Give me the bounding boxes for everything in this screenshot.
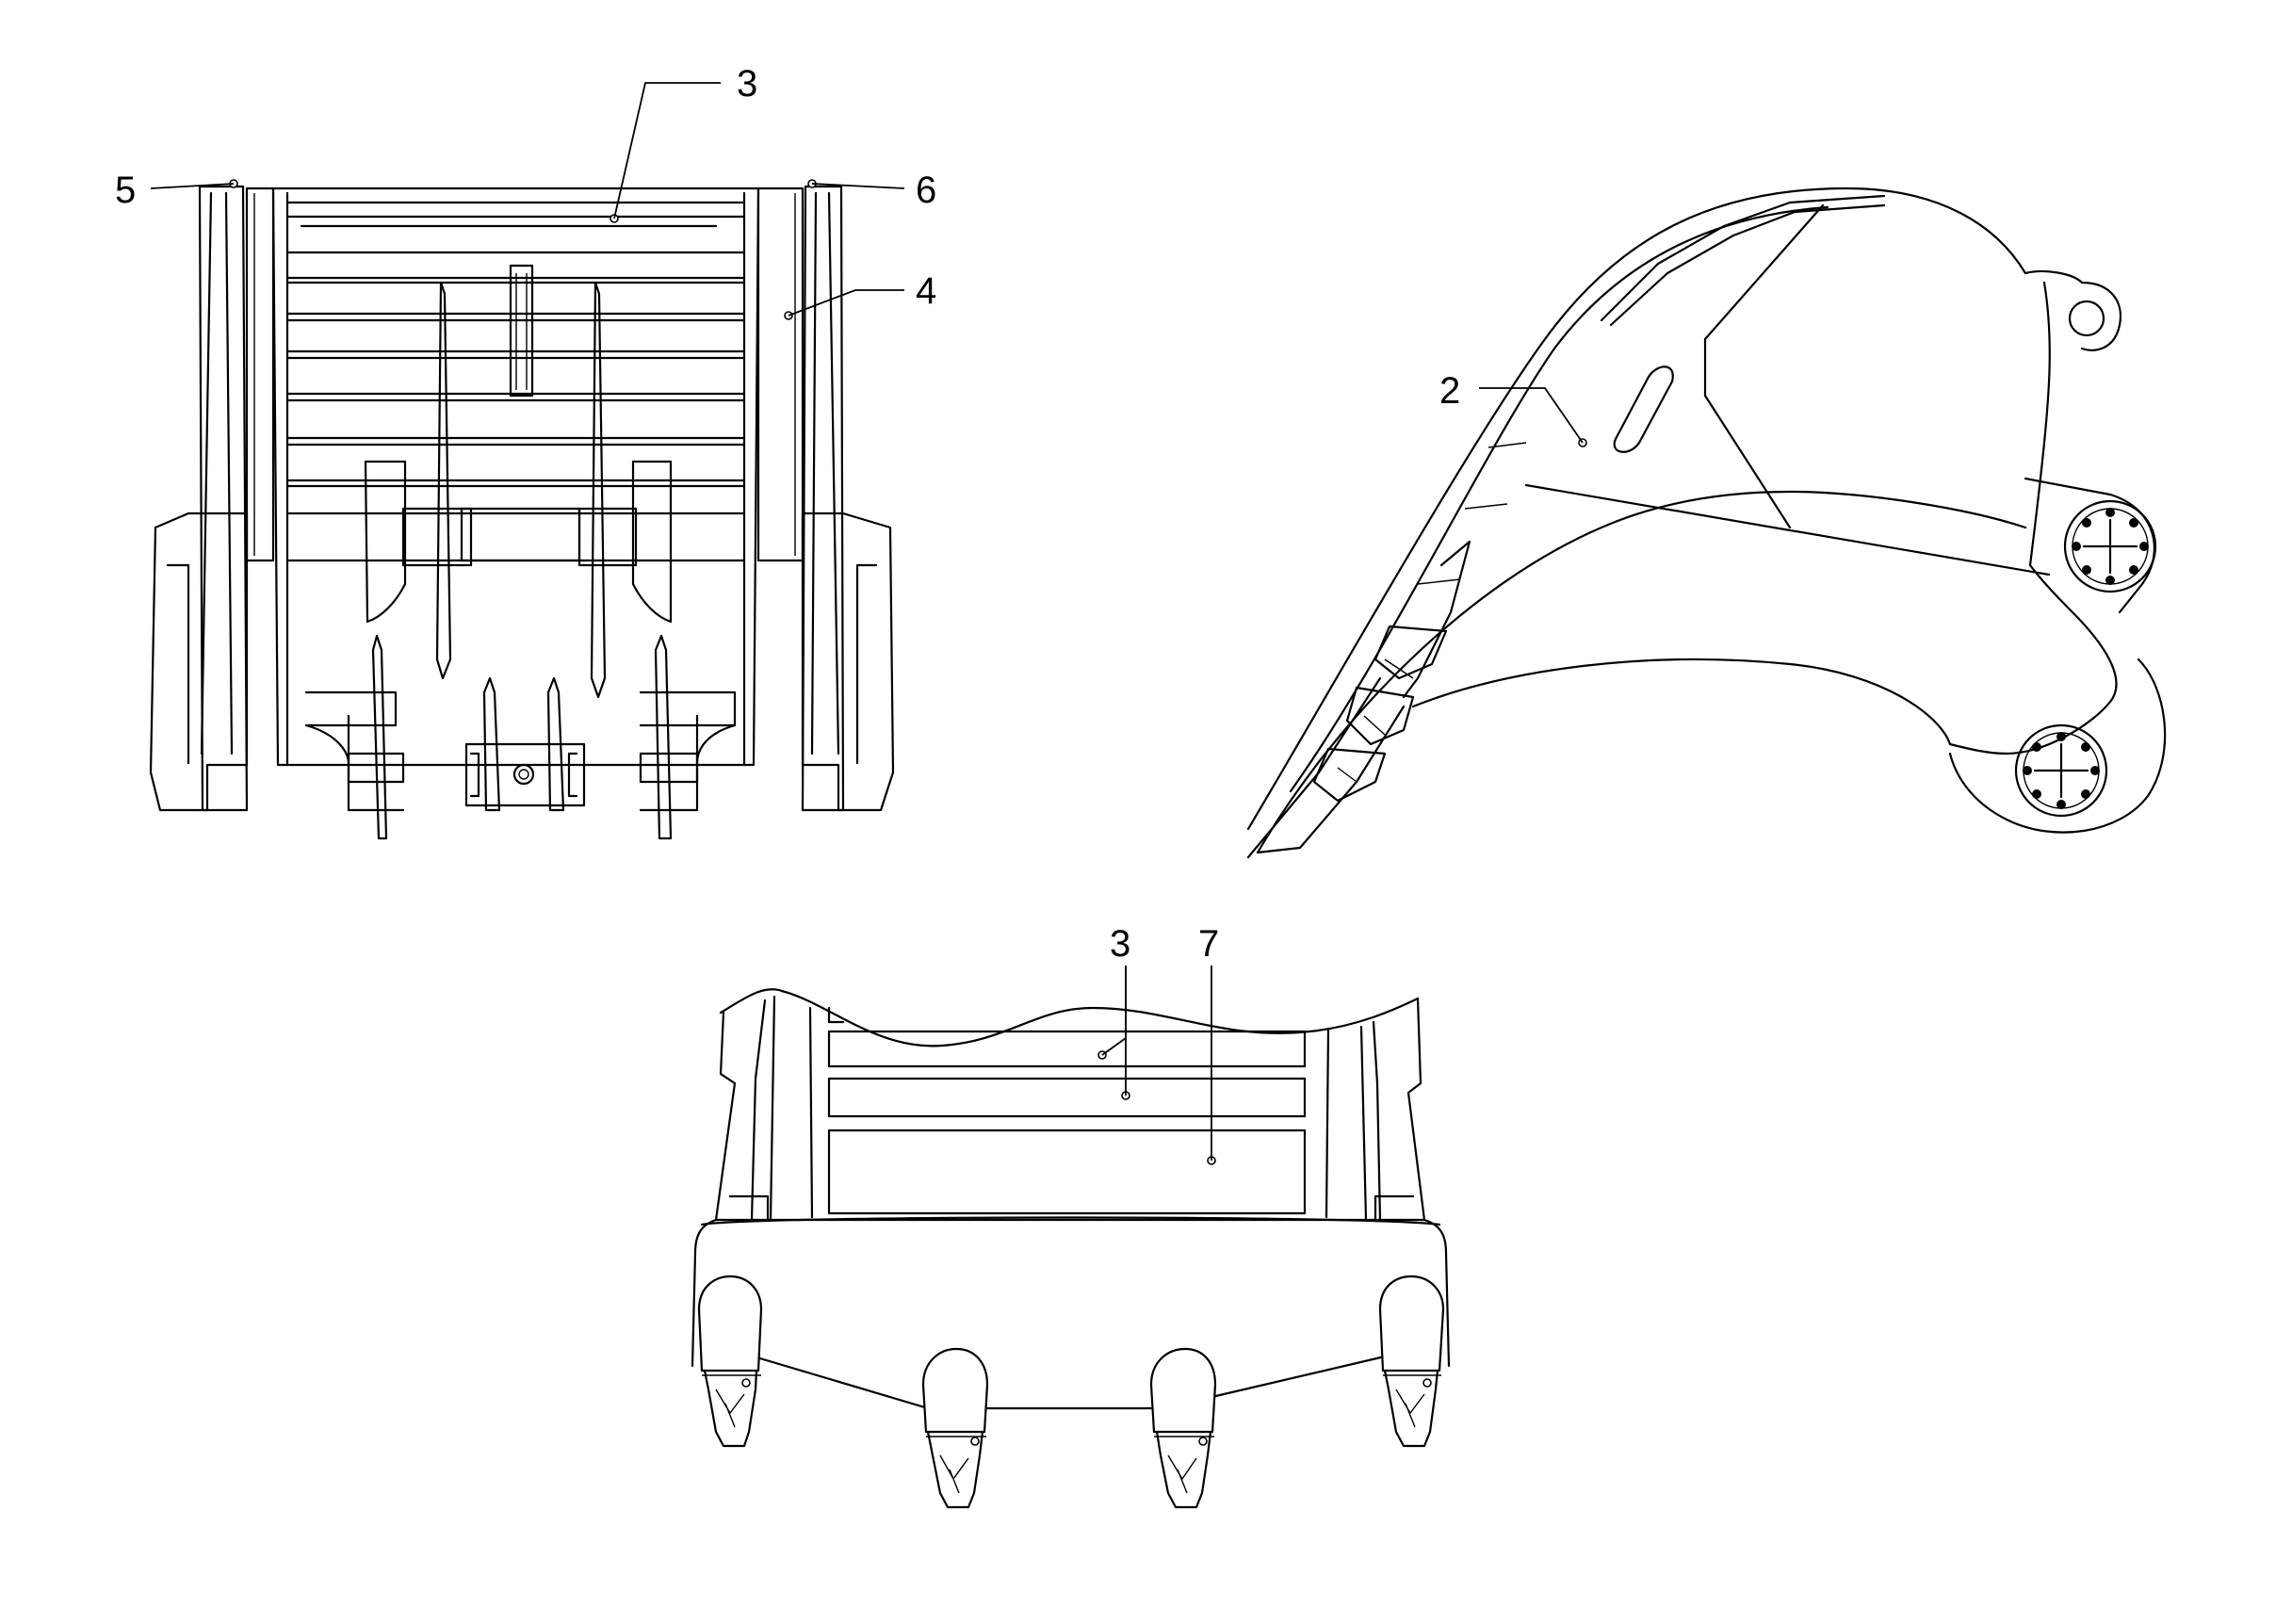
tooth-2 [921,1347,989,1509]
callout-4: 4 [788,270,936,317]
front-view [149,179,895,840]
callout-label: 7 [1198,923,1219,965]
callout-5: 5 [115,170,235,211]
side-view [1246,187,2167,859]
callout-label: 3 [737,63,757,105]
callout-label: 4 [916,270,936,312]
callout-3-top: 3 [613,63,757,219]
tooth-3 [1149,1347,1217,1509]
callout-label: 3 [1110,923,1130,965]
callout-7: 7 [1198,923,1219,1161]
rear-view [691,988,1451,1509]
callout-6: 6 [811,170,936,211]
callout-2: 2 [1439,370,1584,444]
callout-3-bottom: 3 [1101,923,1130,1096]
callout-label: 2 [1439,370,1460,412]
callout-label: 6 [916,170,936,211]
callout-label: 5 [115,170,136,211]
tooth-1 [697,1275,763,1448]
tooth-4 [1378,1275,1445,1448]
